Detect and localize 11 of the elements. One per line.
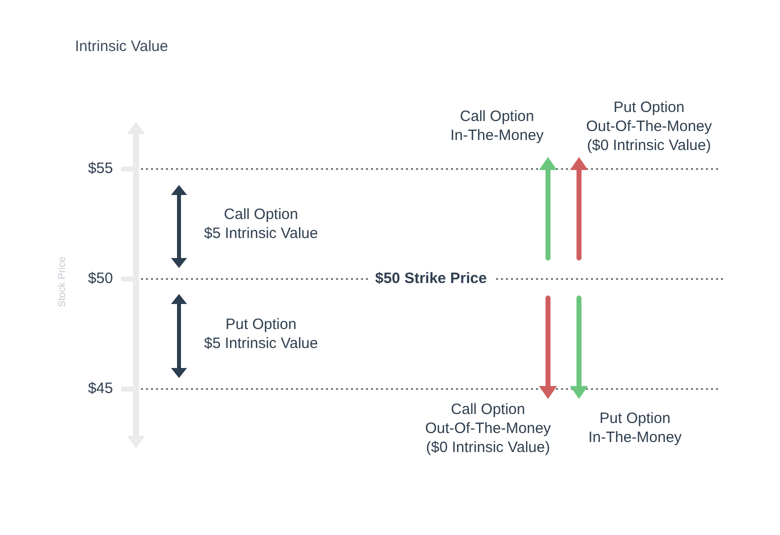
annotation-text: Put Option In-The-Money	[588, 409, 682, 447]
annotation-text: Put Option $5 Intrinsic Value	[204, 315, 318, 353]
annotation-text: Call Option $5 Intrinsic Value	[204, 205, 318, 243]
chart-title: Intrinsic Value	[75, 37, 168, 56]
annotation-text: Put Option Out-Of-The-Money ($0 Intrinsic Value)	[586, 98, 712, 155]
axis-label: Stock Price	[57, 256, 69, 308]
axis-tick-label: $45	[88, 379, 113, 398]
annotation-text: Call Option In-The-Money	[450, 107, 544, 145]
annotation-text: Call Option Out-Of-The-Money ($0 Intrinsic Value)	[425, 400, 551, 457]
axis-tick-label: $50	[88, 269, 113, 288]
axis-tick-label: $55	[88, 159, 113, 178]
